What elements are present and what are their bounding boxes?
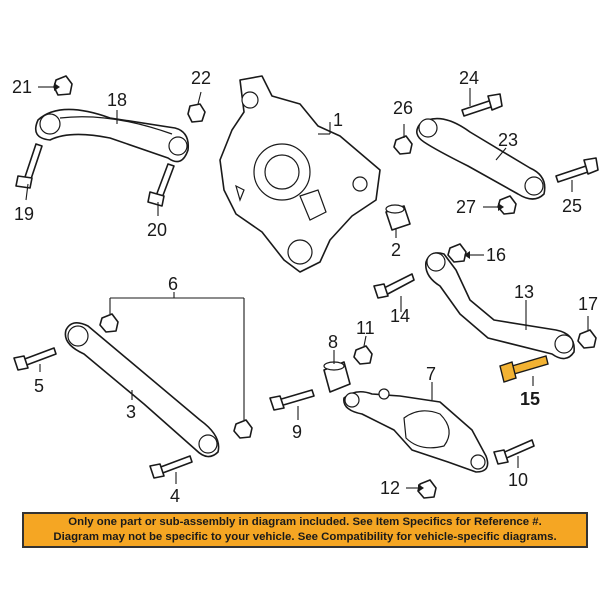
part-18-upper-link xyxy=(34,108,190,163)
callout-14: 14 xyxy=(390,306,410,326)
part-5-bolt xyxy=(13,347,57,371)
part-25-bolt xyxy=(555,157,599,183)
callout-16: 16 xyxy=(486,245,506,265)
part-20-bolt xyxy=(147,163,175,207)
notice-banner: Only one part or sub-assembly in diagram… xyxy=(22,512,588,548)
part-16-nut xyxy=(447,243,467,263)
callout-17: 17 xyxy=(578,294,598,314)
part-22-nut xyxy=(187,103,206,123)
callout-15: 15 xyxy=(520,389,540,409)
part-8-bushing xyxy=(323,361,351,393)
callout-24: 24 xyxy=(459,68,479,88)
callout-11: 11 xyxy=(356,318,375,338)
notice-line-1: Only one part or sub-assembly in diagram… xyxy=(68,516,542,528)
callout-27: 27 xyxy=(456,197,476,217)
part-11-nut xyxy=(353,345,373,365)
callout-19: 19 xyxy=(14,204,34,224)
part-24-bolt xyxy=(461,93,503,117)
part-19-bolt xyxy=(15,143,43,189)
callout-8: 8 xyxy=(328,332,338,352)
callout-21: 21 xyxy=(12,77,32,97)
callout-2: 2 xyxy=(391,240,401,260)
callout-26: 26 xyxy=(393,98,413,118)
callout-1: 1 xyxy=(333,110,343,130)
arrowheads xyxy=(54,83,504,492)
callout-5: 5 xyxy=(34,376,44,396)
callout-7: 7 xyxy=(426,364,436,384)
callout-12: 12 xyxy=(380,478,400,498)
part-10-bolt xyxy=(493,439,535,465)
part-6-nut-upper xyxy=(99,313,119,333)
leader-lines xyxy=(25,86,589,489)
part-9-bolt xyxy=(269,389,315,411)
callout-10: 10 xyxy=(508,470,528,490)
part-14-bolt xyxy=(373,273,415,299)
callout-23: 23 xyxy=(498,130,518,150)
callout-22: 22 xyxy=(191,68,211,88)
part-7-lower-arm xyxy=(343,388,489,473)
part-17-nut xyxy=(577,329,597,349)
notice-line-2: Diagram may not be specific to your vehi… xyxy=(53,531,557,543)
part-13-link xyxy=(424,252,575,360)
part-1-knuckle xyxy=(219,75,381,273)
callout-3: 3 xyxy=(126,402,136,422)
callout-4: 4 xyxy=(170,486,180,506)
callout-20: 20 xyxy=(147,220,167,240)
part-23-upper-arm xyxy=(416,117,546,200)
part-15-bolt-highlighted xyxy=(499,355,549,383)
part-6-nut-lower xyxy=(233,419,253,439)
callout-9: 9 xyxy=(292,422,302,442)
callout-18: 18 xyxy=(107,90,127,110)
callout-25: 25 xyxy=(562,196,582,216)
callout-13: 13 xyxy=(514,282,534,302)
part-2-bushing xyxy=(385,204,411,231)
part-26-nut xyxy=(393,135,413,155)
part-4-bolt xyxy=(149,455,193,479)
part-3-link xyxy=(64,322,220,458)
callout-labels: 21 18 22 19 20 1 2 26 24 23 27 25 16 14 … xyxy=(12,68,598,506)
callout-6: 6 xyxy=(168,274,178,294)
